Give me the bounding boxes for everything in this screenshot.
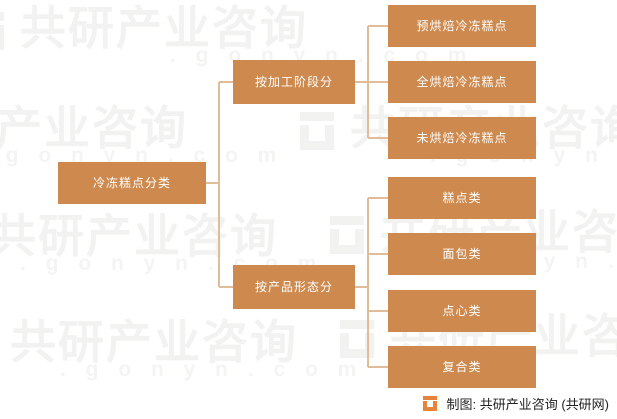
gongyan-logo-icon: [422, 396, 439, 411]
leaf-node-label: 未烘焙冷冻糕点: [416, 130, 508, 145]
leaf-node-label: 点心类: [442, 303, 482, 318]
leaf-node[interactable]: 预烘焙冷冻糕点: [388, 5, 536, 47]
leaf-node[interactable]: 复合类: [388, 346, 536, 388]
leaf-node-label: 糕点类: [442, 190, 482, 205]
leaf-node-label: 面包类: [442, 246, 482, 261]
root-node-label: 冷冻糕点分类: [92, 175, 171, 190]
leaf-node-label: 全烘焙冷冻糕点: [416, 74, 508, 89]
footer-credit-text: 制图: 共研产业咨询 (共研网): [446, 397, 610, 412]
branch-node-label: 按加工阶段分: [254, 74, 333, 89]
leaf-node[interactable]: 糕点类: [388, 177, 536, 219]
branch-node-label: 按产品形态分: [254, 279, 333, 294]
branch-node-product-form[interactable]: 按产品形态分: [233, 265, 355, 309]
leaf-node[interactable]: 全烘焙冷冻糕点: [388, 61, 536, 103]
leaf-node[interactable]: 点心类: [388, 290, 536, 332]
leaf-node[interactable]: 未烘焙冷冻糕点: [388, 117, 536, 159]
leaf-node-label: 复合类: [442, 359, 482, 374]
branch-node-processing-stage[interactable]: 按加工阶段分: [233, 60, 355, 104]
leaf-node[interactable]: 面包类: [388, 233, 536, 275]
leaf-node-label: 预烘焙冷冻糕点: [416, 18, 508, 33]
root-node[interactable]: 冷冻糕点分类: [58, 162, 206, 204]
footer-credit: 制图: 共研产业咨询 (共研网): [422, 394, 610, 413]
